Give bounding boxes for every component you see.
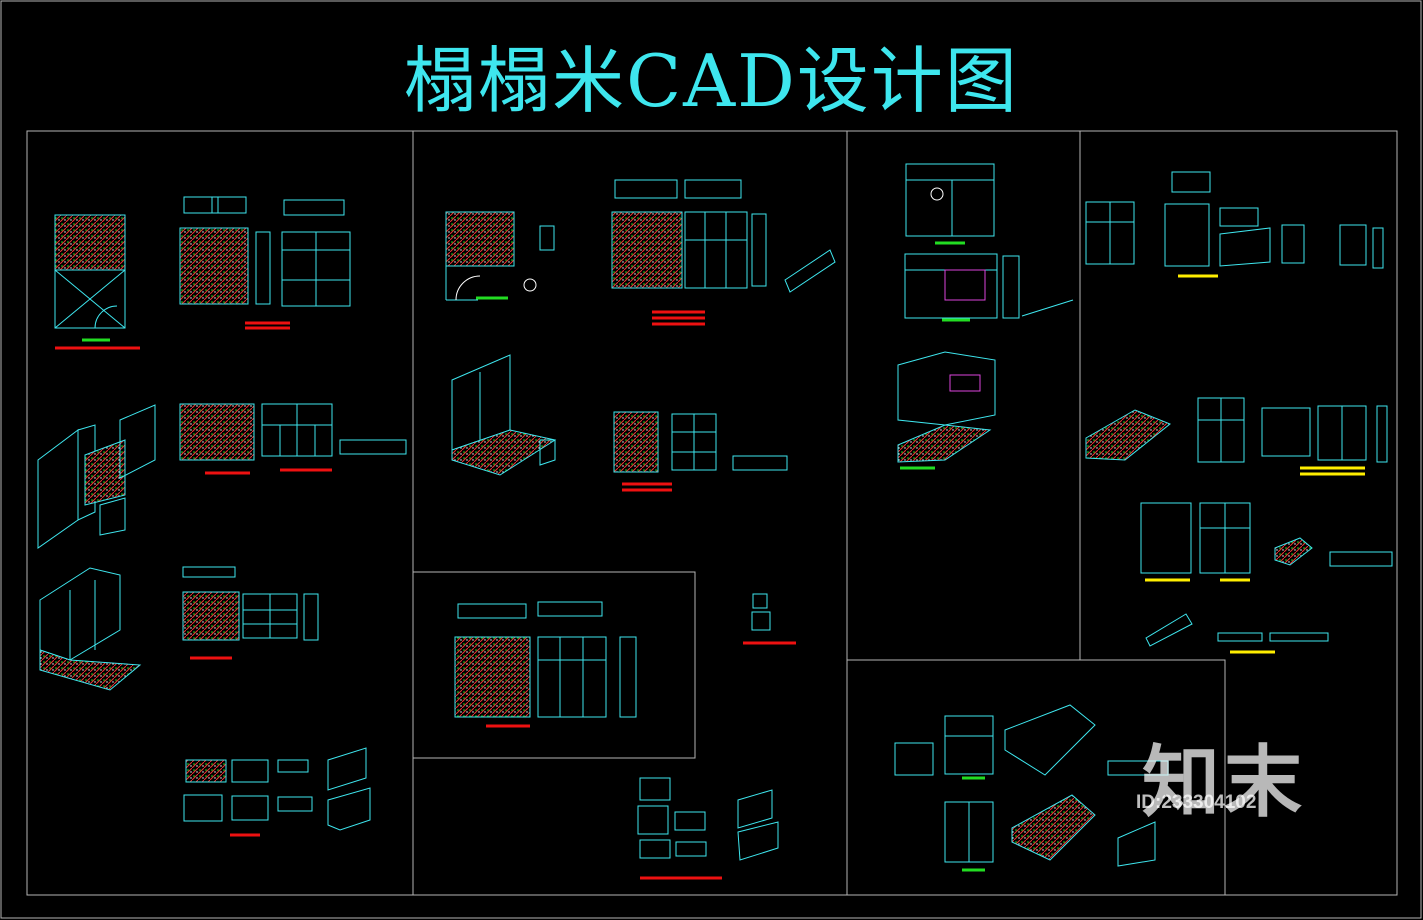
inset-box-bottom-right — [846, 659, 1226, 896]
panel-3-drawings — [894, 163, 1169, 867]
elev-1 — [179, 227, 249, 305]
iso-2 — [39, 567, 121, 661]
annotations — [55, 241, 1365, 880]
iso-3 — [897, 351, 996, 426]
plan-1-lower — [54, 269, 126, 329]
elev-3 — [179, 403, 255, 461]
iso-1 — [37, 429, 79, 549]
panel-4-drawings — [1085, 171, 1393, 647]
drawing-title: 榻榻米CAD设计图 — [404, 39, 1019, 123]
elev-top-1 — [183, 196, 219, 214]
inset-box-center — [412, 571, 696, 759]
watermark-id: ID:233304102 — [1136, 792, 1257, 813]
layout-border — [26, 130, 1398, 896]
panel-1-drawings — [37, 196, 407, 831]
panel-2-drawings — [445, 179, 836, 861]
iso-bed-4 — [1004, 704, 1096, 776]
watermark-brand: 知末 — [1142, 738, 1307, 828]
plan-1 — [54, 214, 126, 271]
